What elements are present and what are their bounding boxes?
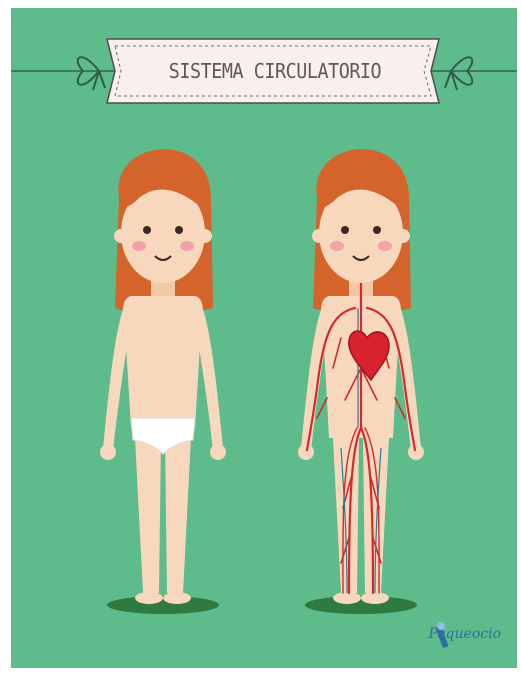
brand-logo-text: Pequeocio bbox=[428, 626, 501, 642]
poster-title: SISTEMA CIRCULATORIO bbox=[120, 39, 429, 103]
right-bow-icon bbox=[445, 57, 472, 90]
left-bow-icon bbox=[78, 57, 105, 90]
poster: SISTEMA CIRCULATORIO Pequeocio bbox=[11, 8, 517, 668]
ground-shadow bbox=[107, 596, 219, 614]
ground-shadow bbox=[305, 596, 417, 614]
illustration-scene bbox=[11, 8, 517, 668]
girl-plain-figure bbox=[100, 149, 226, 614]
girl-circulatory-figure bbox=[298, 149, 424, 614]
